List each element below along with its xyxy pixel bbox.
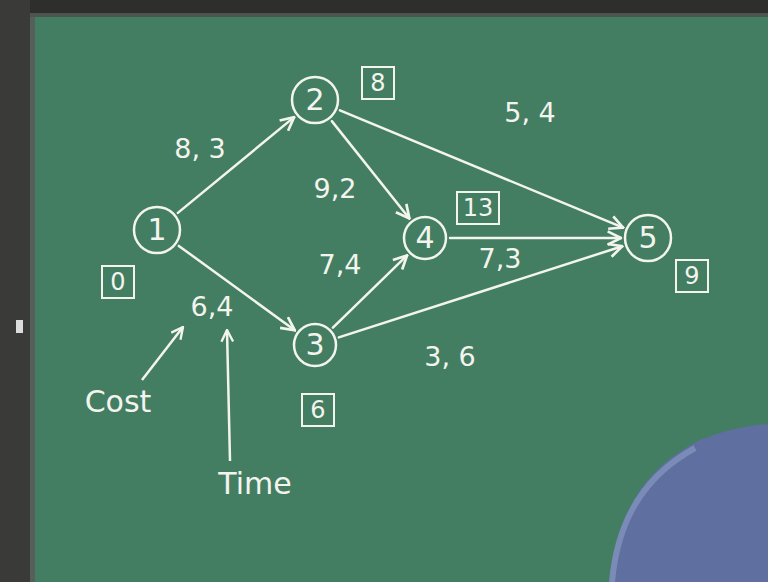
shirt-highlight [612,448,695,582]
distance-box: 8 [361,66,395,100]
graph-node-circle: 5 [623,213,673,263]
distance-value: 9 [684,264,699,288]
circle-outline [292,77,338,123]
edge-cost-time: 7,3 [479,245,522,272]
graph-node-circle: 4 [402,215,448,261]
edge-cost-time: 5, 4 [504,99,556,126]
distance-value: 8 [370,71,385,95]
node-number: 1 [147,215,166,245]
distance-box: 6 [301,393,335,427]
edge-cost-time: 7,4 [319,251,362,278]
graph-node-circle: 2 [290,75,340,125]
board-frame-bevel [30,13,768,17]
graph-edge [332,121,410,218]
board-frame-top [0,0,768,13]
graph-edge [178,117,294,213]
annotation-label: Cost [85,387,152,417]
circle-outline [404,217,446,259]
distance-box: 13 [456,191,501,225]
edge-cost-time: 8, 3 [174,135,226,162]
leader-arrow [227,330,230,461]
edge-cost-time: 3, 6 [424,343,476,370]
board-frame-left [0,0,30,582]
annotation-label: Time [218,469,291,499]
node-number: 5 [638,223,657,253]
node-number: 2 [305,85,324,115]
distance-value: 13 [463,196,494,220]
graph-node-circle: 3 [292,322,338,368]
graph-edge [179,246,295,330]
distance-value: 6 [310,398,325,422]
distance-box: 9 [675,259,709,293]
circle-outline [625,215,671,261]
node-number: 3 [305,330,324,360]
edge-cost-time: 9,2 [314,175,357,202]
distance-value: 0 [110,270,125,294]
edge-cost-time: 6,4 [191,293,234,320]
frame-mark [16,320,23,333]
leader-arrow [142,327,183,380]
distance-box: 0 [101,265,135,299]
board-frame-bevel [30,13,35,582]
circle-outline [294,324,336,366]
person-shoulder [610,424,768,582]
graph-edge [340,110,623,227]
graph-edge [450,237,621,240]
circle-outline [134,207,180,253]
graph-node-circle: 1 [132,205,182,255]
node-number: 4 [415,223,434,253]
